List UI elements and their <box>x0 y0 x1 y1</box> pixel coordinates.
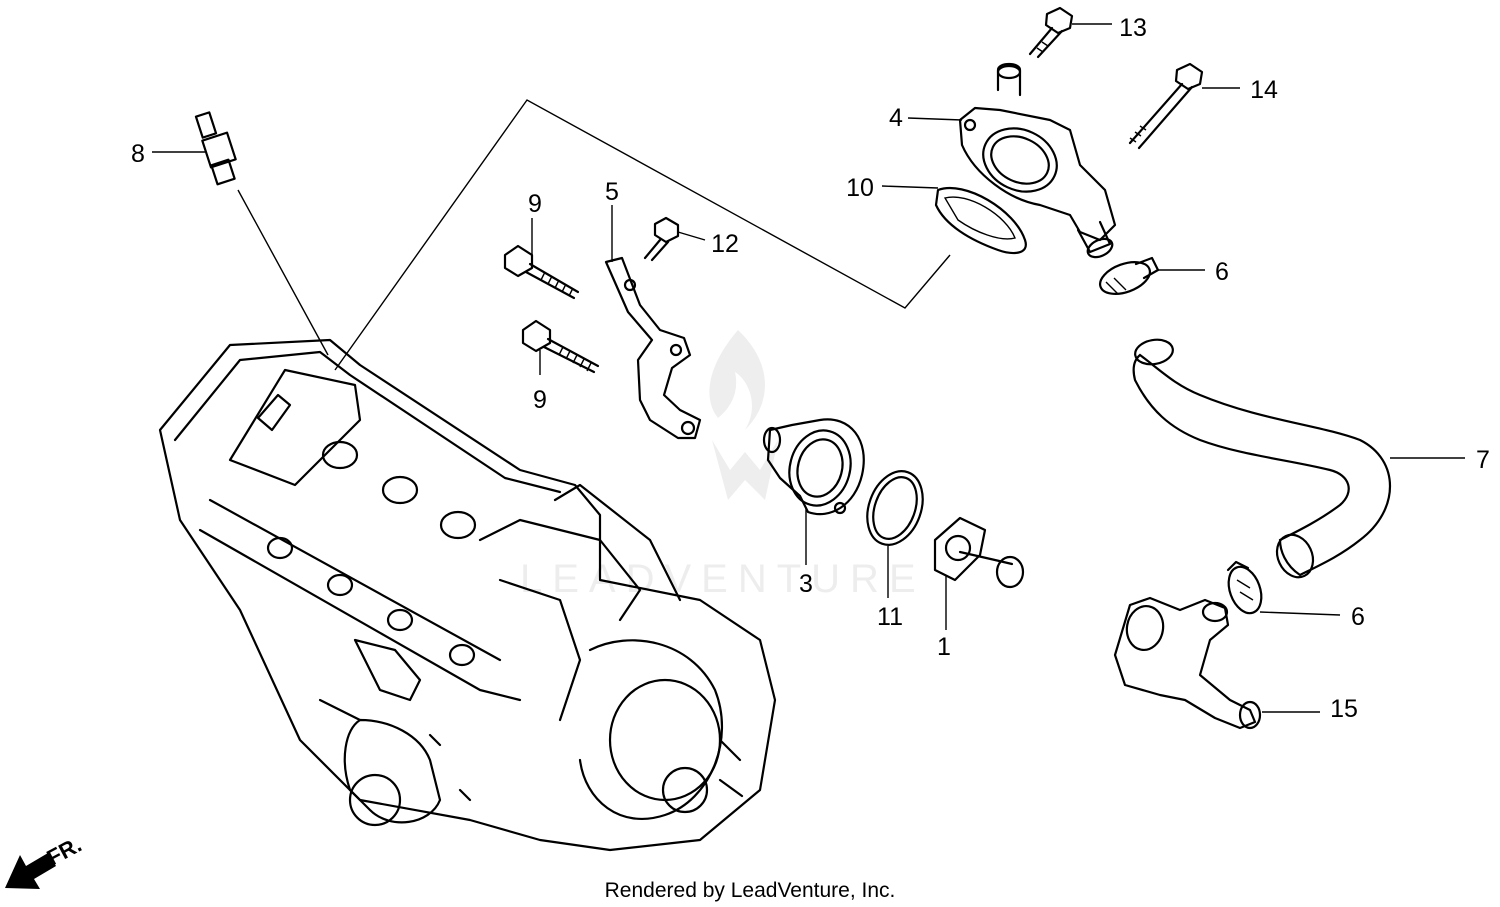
bolt-9-lower <box>521 319 600 374</box>
callout-1: 1 <box>937 633 951 661</box>
callout-3: 3 <box>799 570 813 598</box>
o-ring <box>866 470 924 598</box>
callout-11: 11 <box>877 603 903 631</box>
bolt-12 <box>643 216 706 262</box>
watermark-text: LEADVENTURE <box>520 557 926 601</box>
water-hose <box>1132 338 1465 579</box>
render-credit: Rendered by LeadVenture, Inc. <box>605 879 896 902</box>
bolt-9-upper <box>503 244 580 300</box>
callout-4: 4 <box>889 104 903 132</box>
callout-12: 12 <box>711 230 739 258</box>
thermostat <box>933 516 1025 630</box>
callout-8: 8 <box>131 140 145 168</box>
leadventure-watermark-icon: LEADVENTURE <box>520 330 926 601</box>
bracket <box>604 205 702 440</box>
water-joint <box>1113 596 1320 730</box>
thermostat-housing <box>907 62 1117 259</box>
hose-clamp-lower <box>1226 560 1341 616</box>
engine-block <box>158 338 777 852</box>
sensor-leader-line <box>237 189 329 356</box>
callout-9-lower: 9 <box>533 386 547 414</box>
front-direction-arrow-icon: FR. <box>5 832 86 889</box>
bolt-14 <box>1128 62 1240 150</box>
callout-5: 5 <box>605 178 619 206</box>
hose-clamp-upper <box>1099 256 1205 295</box>
bolt-13 <box>1028 6 1112 59</box>
callout-9-upper: 9 <box>528 190 542 218</box>
gasket <box>881 185 1027 255</box>
callout-14: 14 <box>1250 76 1278 104</box>
callout-15: 15 <box>1330 695 1358 723</box>
thermostat-cover <box>762 418 865 565</box>
callout-6-lower: 6 <box>1351 603 1365 631</box>
callout-7: 7 <box>1476 446 1490 474</box>
callout-10: 10 <box>846 174 874 202</box>
assembly-line <box>334 99 951 371</box>
callout-6-upper: 6 <box>1215 258 1229 286</box>
callout-13: 13 <box>1119 14 1147 42</box>
temperature-sensor <box>194 111 237 186</box>
